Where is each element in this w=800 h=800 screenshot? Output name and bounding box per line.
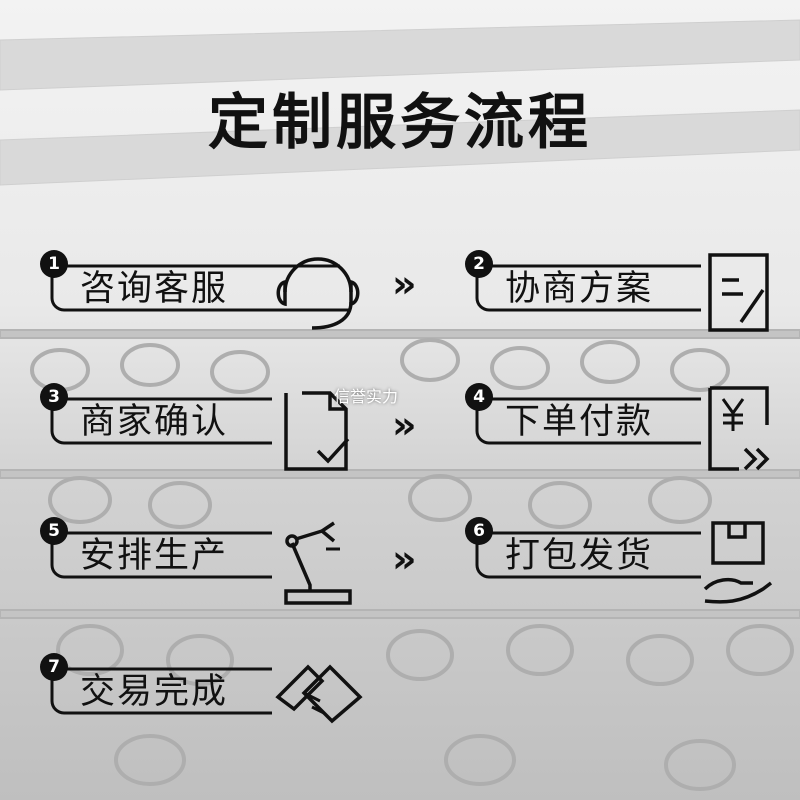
step-consult: 1 咨询客服: [40, 250, 370, 350]
step-label: 协商方案: [505, 269, 654, 309]
step-shipping: 6 打包发货: [465, 517, 795, 617]
step-label: 安排生产: [80, 536, 229, 576]
step-number-badge: 6: [465, 517, 493, 545]
step-production: 5 安排生产: [40, 517, 370, 617]
page-title: 定制服务流程: [208, 88, 592, 158]
step-label: 咨询客服: [80, 269, 229, 309]
step-confirm: 3 商家确认: [40, 383, 370, 483]
step-number-badge: 1: [40, 250, 68, 278]
step-label: 交易完成: [80, 672, 229, 712]
robot-arm-icon: [284, 521, 352, 605]
step-label: 下单付款: [505, 402, 654, 442]
headset-icon: [276, 257, 360, 330]
step-label: 打包发货: [505, 536, 654, 576]
step-number-badge: 2: [465, 250, 493, 278]
step-number-badge: 5: [40, 517, 68, 545]
step-label: 商家确认: [80, 402, 229, 442]
arrow-icon: »: [392, 262, 416, 306]
watermark-text: 信誉实力: [334, 387, 399, 406]
document-pen-icon: [708, 253, 769, 332]
step-number-badge: 4: [465, 383, 493, 411]
arrow-icon: »: [392, 537, 416, 581]
yen-payment-icon: [708, 386, 770, 471]
document-check-icon: [284, 391, 350, 471]
handshake-icon: [275, 664, 363, 724]
step-number-badge: 3: [40, 383, 68, 411]
step-negotiate: 2 协商方案: [465, 250, 795, 350]
step-complete: 7 交易完成: [40, 653, 370, 753]
package-hand-icon: [703, 521, 773, 604]
step-payment: 4 下单付款: [465, 383, 795, 483]
step-number-badge: 7: [40, 653, 68, 681]
arrow-icon: »: [392, 403, 416, 447]
